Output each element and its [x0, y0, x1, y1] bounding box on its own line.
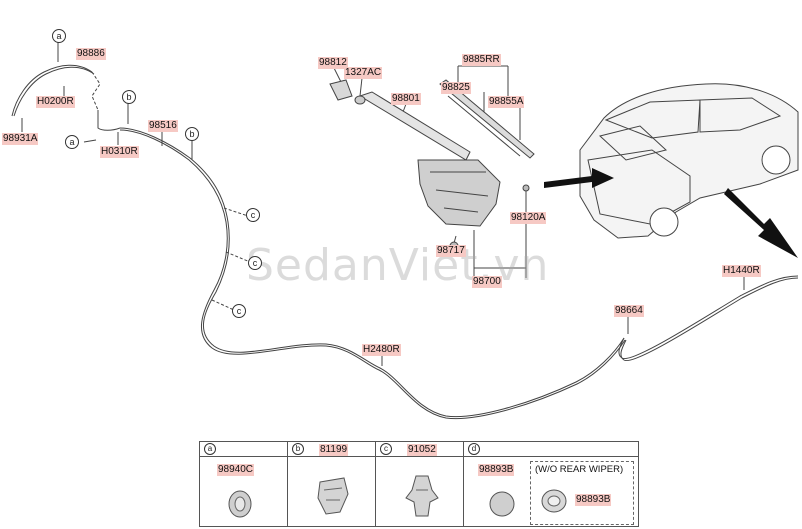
part-label-98855a: 98855A	[488, 96, 525, 108]
callout-c-middle: c	[248, 256, 262, 270]
hose-h2480r	[119, 127, 625, 418]
hose-h1440r	[618, 275, 799, 359]
legend-key-b: b	[292, 443, 304, 455]
callout-b-hose: b	[122, 90, 136, 104]
part-label-98664: 98664	[614, 305, 644, 317]
part-label-98717: 98717	[436, 245, 466, 257]
hose-h0310r	[97, 110, 121, 131]
legend-part-81199: 81199	[319, 444, 349, 456]
clip-icon	[405, 475, 439, 517]
legend-part-98940c: 98940C	[217, 464, 255, 476]
part-label-98516: 98516	[148, 120, 178, 132]
part-label-h0310r: H0310R	[100, 146, 139, 158]
callout-a-top: a	[52, 29, 66, 43]
legend-cell-c: c 91052	[376, 442, 464, 526]
part-label-98886: 98886	[76, 48, 106, 60]
legend-part-98893b: 98893B	[478, 464, 515, 476]
legend-cell-b: b 81199	[288, 442, 376, 526]
option-label: (W/O REAR WIPER)	[535, 464, 624, 475]
callout-c-upper: c	[246, 208, 260, 222]
part-label-98931a: 98931A	[2, 133, 39, 145]
hose-h0200r	[11, 64, 93, 117]
grommet-icon	[228, 490, 252, 518]
plug-icon	[489, 491, 515, 517]
part-label-h1440r: H1440R	[722, 265, 761, 277]
option-part-98893b: 98893B	[575, 494, 612, 506]
part-label-98825: 98825	[441, 82, 471, 94]
watermark: SedanViet.vn	[246, 240, 550, 291]
legend-key-a: a	[204, 443, 216, 455]
option-box-without-rear-wiper: (W/O REAR WIPER) 98893B	[530, 461, 634, 525]
part-label-h2480r: H2480R	[362, 344, 401, 356]
part-label-h0200r: H0200R	[36, 96, 75, 108]
callout-a-left: a	[65, 135, 79, 149]
legend-cell-a: a 98940C	[200, 442, 288, 526]
fastener-legend-table: a 98940C b 81199 c 91052	[199, 441, 639, 527]
part-label-98120a: 98120A	[510, 212, 547, 224]
legend-part-91052: 91052	[407, 444, 437, 456]
hose-clip-icon	[317, 477, 349, 515]
callout-c-lower: c	[232, 304, 246, 318]
callout-b-clip: b	[185, 127, 199, 141]
legend-key-d: d	[468, 443, 480, 455]
part-label-98801: 98801	[391, 93, 421, 105]
legend-key-c: c	[380, 443, 392, 455]
part-label-9885rr: 9885RR	[462, 54, 501, 66]
legend-cell-d: d 98893B (W/O REAR WIPER) 98893B	[464, 442, 638, 526]
part-label-1327ac: 1327AC	[344, 67, 383, 79]
cap-icon	[541, 489, 567, 513]
part-label-98700: 98700	[472, 276, 502, 288]
part-label-98812: 98812	[318, 57, 348, 69]
